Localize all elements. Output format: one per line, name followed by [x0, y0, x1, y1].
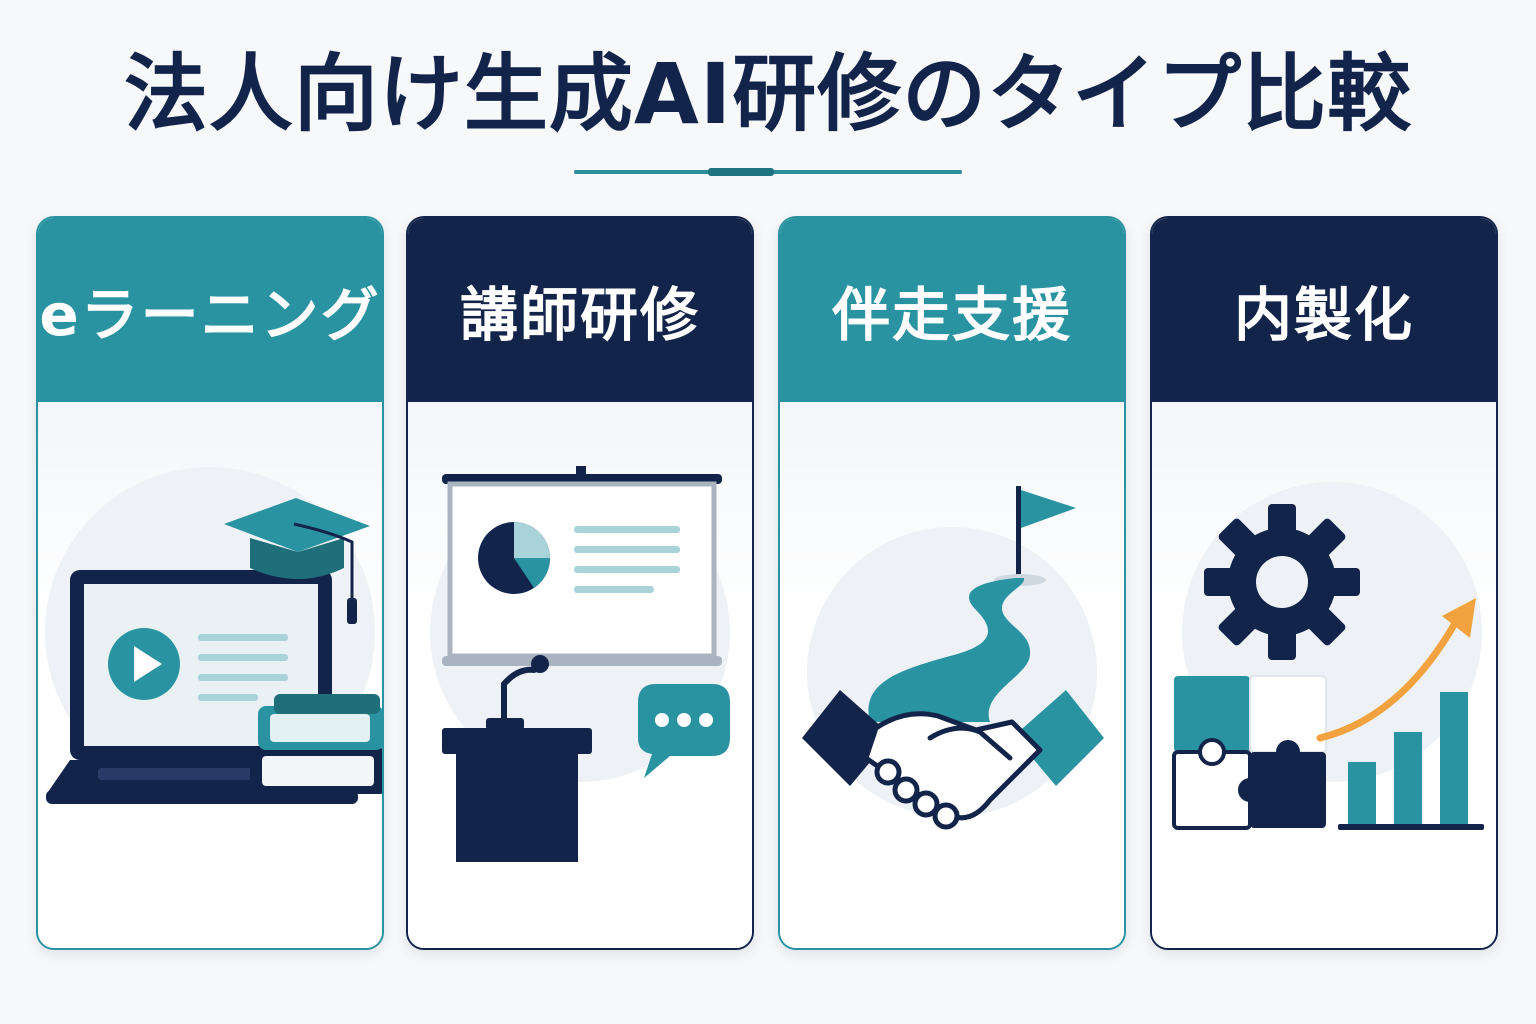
card-in-house-label: 内製化 — [1152, 218, 1496, 402]
card-elearning-label: eラーニング — [38, 218, 382, 402]
laptop-graduation-cap-books-icon — [45, 467, 382, 804]
card-in-house: 内製化 — [1150, 216, 1498, 950]
page-title: 法人向け生成AI研修のタイプ比較 — [123, 45, 1413, 143]
card-hands-on-support: 伴走支援 — [778, 216, 1126, 950]
gear-puzzle-growth-chart-icon — [1172, 482, 1484, 830]
card-elearning: eラーニング — [36, 216, 384, 950]
card-instructor-training: 講師研修 — [406, 216, 754, 950]
card-instructor-training-label: 講師研修 — [408, 218, 752, 402]
title-divider — [574, 168, 962, 176]
handshake-path-flag-icon — [802, 486, 1104, 830]
presentation-podium-speech-bubble-icon — [430, 466, 730, 862]
card-hands-on-support-label: 伴走支援 — [780, 218, 1124, 402]
